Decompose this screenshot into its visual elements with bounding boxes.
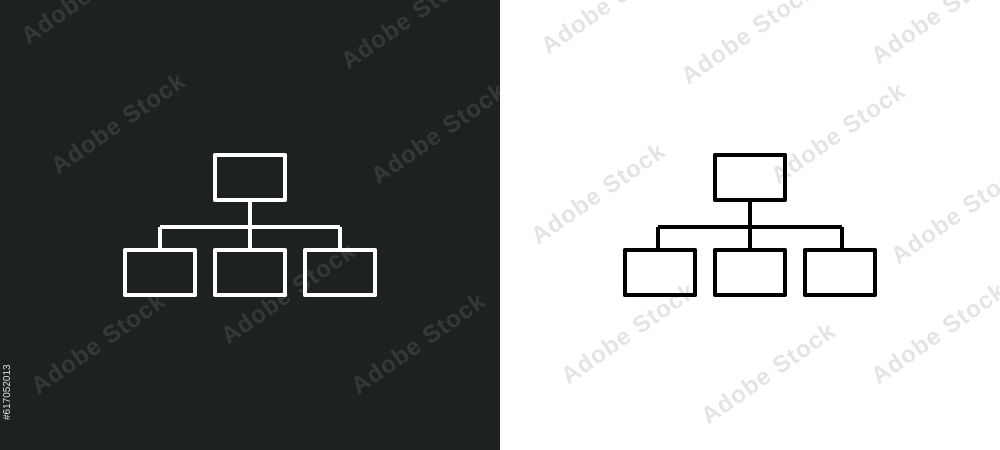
bottom-left-box <box>623 248 697 297</box>
hierarchy-icon-strokes <box>123 153 377 297</box>
top-box <box>713 153 787 202</box>
bottom-right-box <box>803 248 877 297</box>
bottom-center-box <box>213 248 287 297</box>
bottom-center-box <box>713 248 787 297</box>
light-panel: Adobe Stock Adobe Stock Adobe Stock Adob… <box>500 0 1000 450</box>
hierarchy-icon <box>623 153 877 297</box>
top-box <box>213 153 287 202</box>
dark-panel: Adobe Stock Adobe Stock Adobe Stock Adob… <box>0 0 500 450</box>
stock-id-label: #617052013 <box>2 364 13 420</box>
bottom-left-box <box>123 248 197 297</box>
hierarchy-icon <box>123 153 377 297</box>
hierarchy-icon-strokes <box>623 153 877 297</box>
bottom-right-box <box>303 248 377 297</box>
